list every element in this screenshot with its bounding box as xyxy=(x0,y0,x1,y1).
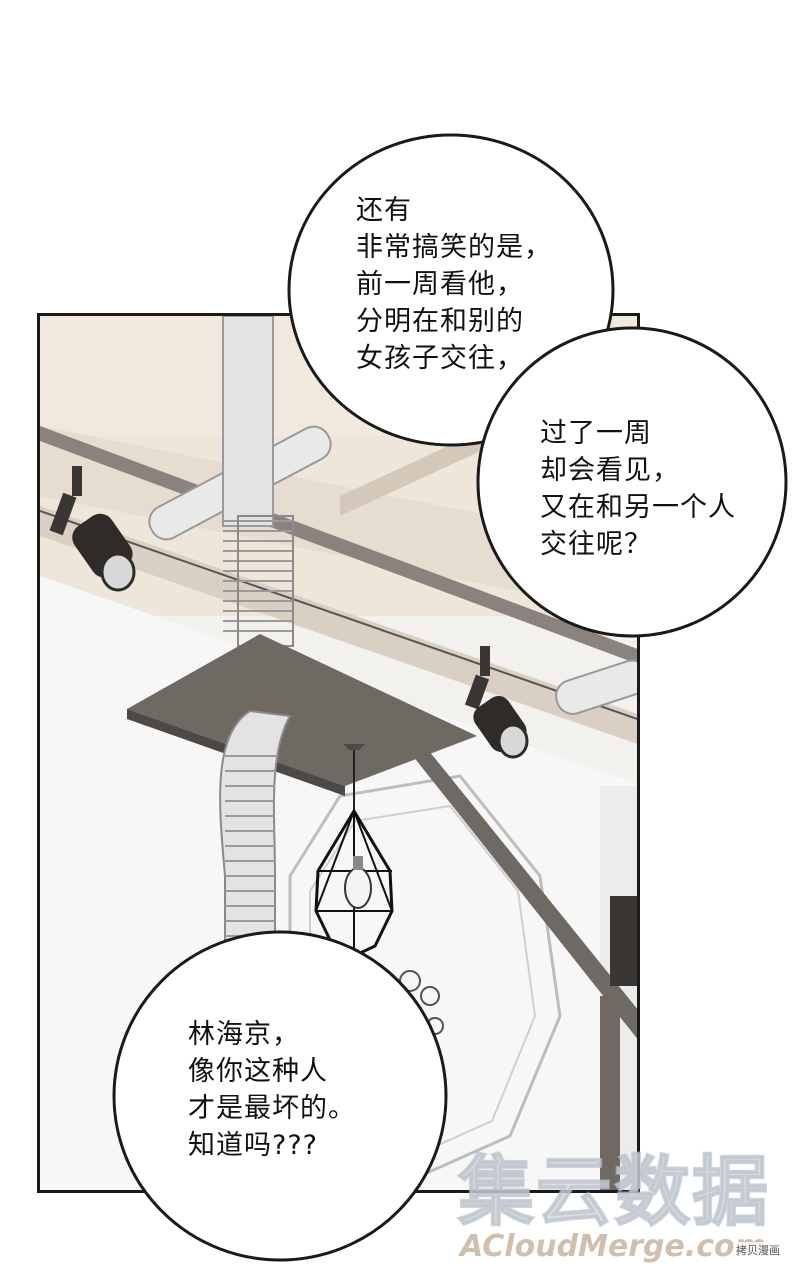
bubble-top-text: 还有 非常搞笑的是， 前一周看他， 分明在和别的 女孩子交往， xyxy=(356,195,552,374)
watermark-main: 集云数据 xyxy=(457,1147,770,1236)
watermark: 集云数据 ACloudMerge.com 拷贝漫画 xyxy=(457,1147,798,1270)
spotlight-left-icon xyxy=(49,466,136,592)
watermark-tag: 拷贝漫画 xyxy=(734,1242,782,1258)
bubble-right-text: 过了一周 却会看见， 又在和另一个人 交往呢？ xyxy=(540,418,736,560)
watermark-url: ACloudMerge.com xyxy=(460,1229,766,1264)
speech-bubble-bottom: 林海京， 像你这种人 才是最坏的。 知道吗??? xyxy=(110,928,450,1264)
speech-bubble-right: 过了一周 却会看见， 又在和另一个人 交往呢？ xyxy=(474,325,790,641)
bubble-bottom-text: 林海京， 像你这种人 才是最坏的。 知道吗??? xyxy=(188,1019,356,1161)
spotlight-right-icon xyxy=(464,646,529,759)
